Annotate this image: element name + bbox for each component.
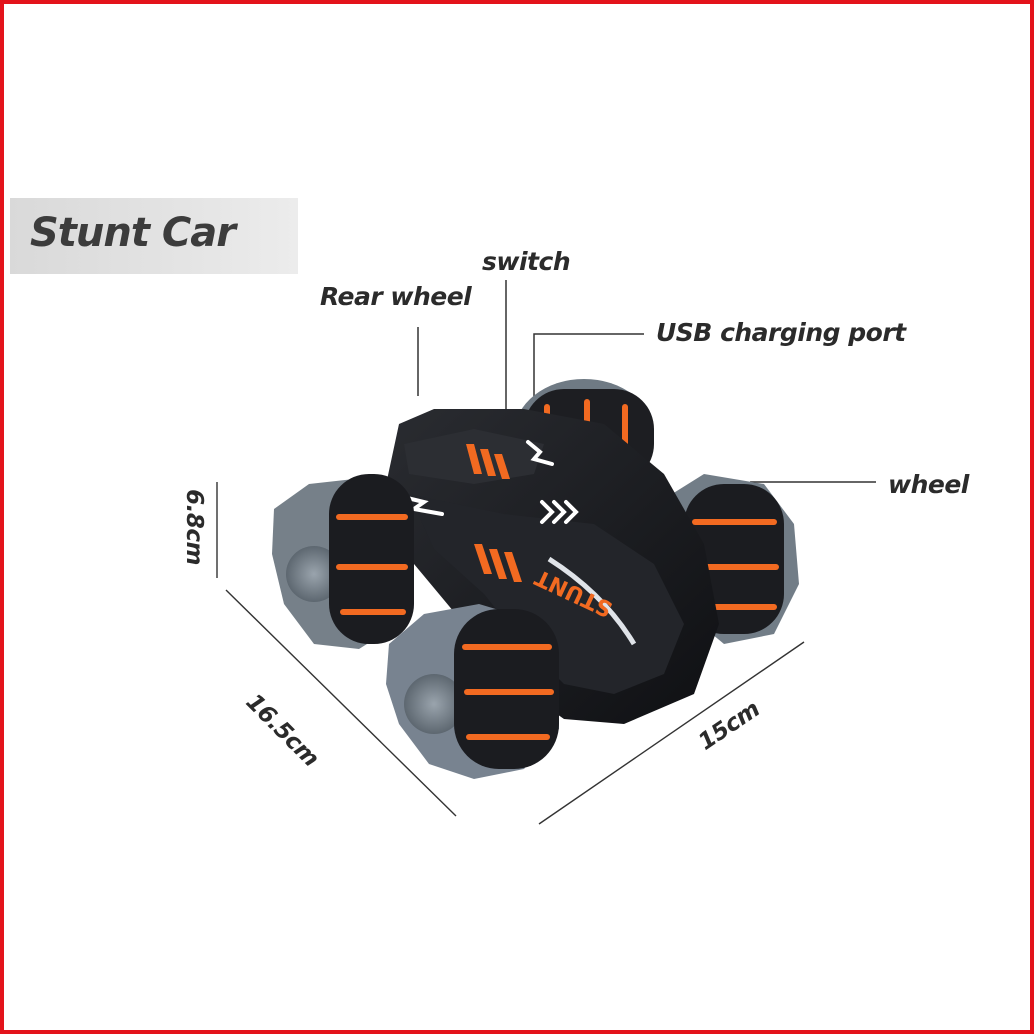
length-dimension-line <box>225 589 457 817</box>
callout-rear-wheel: Rear wheel <box>320 282 472 311</box>
wheel-left <box>272 474 414 649</box>
callout-usb-port: USB charging port <box>656 318 906 347</box>
dimension-height: 6.8cm <box>180 489 207 565</box>
title-banner: Stunt Car <box>10 198 298 274</box>
callout-wheel: wheel <box>888 470 969 499</box>
stunt-car-illustration: STUNT <box>216 280 876 825</box>
callout-switch: switch <box>482 247 571 276</box>
wheel-front-left <box>386 604 559 779</box>
car-body <box>384 409 719 724</box>
width-dimension-line <box>538 641 805 825</box>
dimension-lines <box>216 482 805 825</box>
usb-port-leader <box>533 333 644 409</box>
product-title: Stunt Car <box>30 210 236 256</box>
